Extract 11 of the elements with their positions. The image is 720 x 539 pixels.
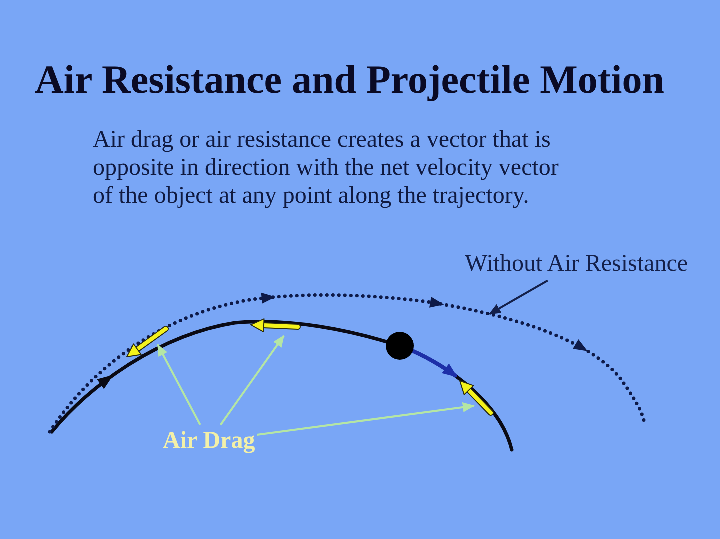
leader-line bbox=[488, 280, 548, 316]
drag-arrow bbox=[126, 326, 169, 358]
callout-label: Without Air Resistance bbox=[465, 250, 688, 279]
leader-line bbox=[257, 402, 475, 436]
leader-line bbox=[220, 335, 285, 426]
leader-line bbox=[157, 344, 202, 426]
callout-label: Air Drag bbox=[163, 427, 256, 456]
slide-title: Air Resistance and Projectile Motion bbox=[35, 56, 665, 104]
description-text: Air drag or air resistance creates a vector that is opposite in direction with the net velocity vector of the object at any point along the trajectory. bbox=[93, 126, 560, 210]
drag-arrow bbox=[460, 380, 494, 416]
drag-arrow bbox=[250, 318, 301, 333]
